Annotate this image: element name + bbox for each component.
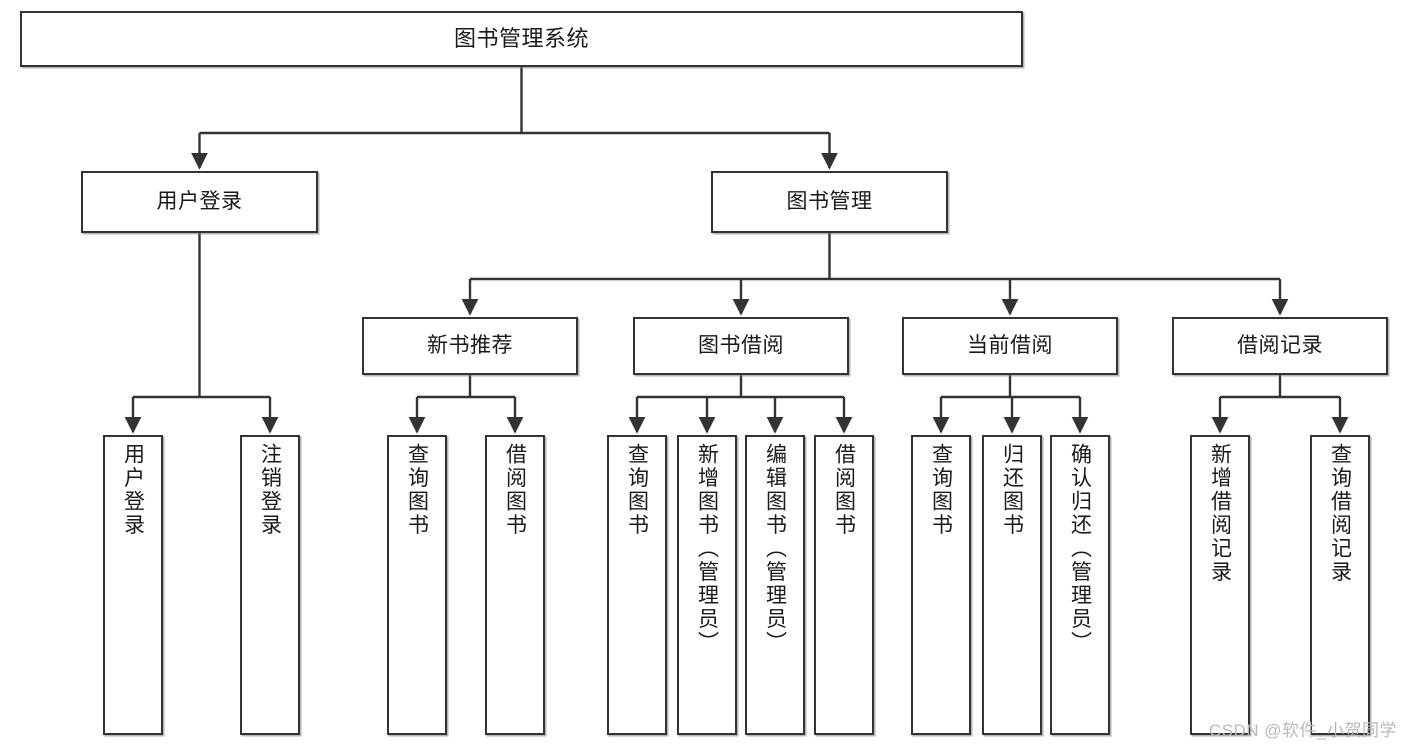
node-user-login[interactable]: 用户登录	[81, 171, 318, 233]
node-borrow-record[interactable]: 借阅记录	[1172, 317, 1388, 375]
node-label: 新增借阅记录	[1208, 443, 1232, 584]
node-leaf-user-login[interactable]: 用户登录	[103, 435, 163, 735]
node-label: 新书推荐	[427, 333, 513, 357]
node-leaf-add-record[interactable]: 新增借阅记录	[1190, 435, 1250, 735]
node-leaf-add-book[interactable]: 新增图书（管理员）	[677, 435, 737, 735]
node-label: 图书管理	[786, 189, 873, 213]
node-leaf-confirm-return[interactable]: 确认归还（管理员）	[1050, 435, 1110, 735]
node-label: 新增图书（管理员）	[695, 443, 719, 655]
node-book-borrow[interactable]: 图书借阅	[633, 317, 849, 375]
node-label: 查询图书	[929, 443, 953, 537]
node-label: 借阅图书	[503, 443, 527, 537]
node-label: 确认归还（管理员）	[1068, 443, 1092, 655]
node-leaf-query-record[interactable]: 查询借阅记录	[1310, 435, 1370, 735]
node-label: 查询借阅记录	[1328, 443, 1352, 584]
node-leaf-borrow-book-1[interactable]: 借阅图书	[485, 435, 545, 735]
node-leaf-return-book[interactable]: 归还图书	[982, 435, 1042, 735]
node-label: 当前借阅	[967, 333, 1053, 357]
node-book-manage[interactable]: 图书管理	[711, 171, 948, 233]
node-label: 图书借阅	[698, 333, 784, 357]
node-label: 借阅记录	[1237, 333, 1323, 357]
node-label: 用户登录	[156, 189, 243, 213]
node-leaf-query-book-3[interactable]: 查询图书	[911, 435, 971, 735]
node-label: 编辑图书（管理员）	[763, 443, 787, 655]
node-leaf-query-book-2[interactable]: 查询图书	[607, 435, 667, 735]
csdn-watermark: CSDN @软件_小贺同学	[1208, 721, 1397, 740]
node-current-borrow[interactable]: 当前借阅	[902, 317, 1118, 375]
node-label: 借阅图书	[832, 443, 856, 537]
node-root[interactable]: 图书管理系统	[20, 11, 1023, 67]
node-leaf-logout[interactable]: 注销登录	[240, 435, 300, 735]
node-new-book-rec[interactable]: 新书推荐	[362, 317, 578, 375]
node-label: 用户登录	[121, 443, 145, 537]
node-label: 查询图书	[405, 443, 429, 537]
node-label: 查询图书	[625, 443, 649, 537]
node-leaf-borrow-book-2[interactable]: 借阅图书	[814, 435, 874, 735]
node-leaf-edit-book[interactable]: 编辑图书（管理员）	[745, 435, 805, 735]
node-label: 图书管理系统	[453, 26, 589, 52]
node-leaf-query-book-1[interactable]: 查询图书	[387, 435, 447, 735]
node-label: 注销登录	[258, 443, 282, 537]
node-label: 归还图书	[1000, 443, 1024, 537]
